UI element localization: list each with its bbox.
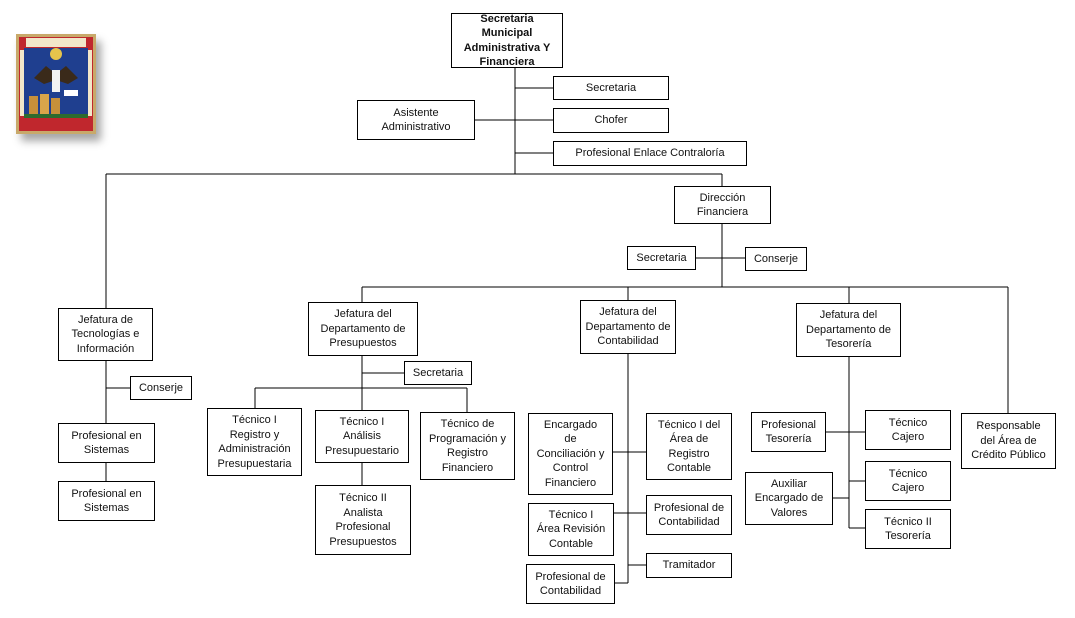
box-profesional-sistemas-1: Profesional en Sistemas xyxy=(58,423,155,463)
box-tecnico-tesoreria: Técnico II Tesorería xyxy=(865,509,951,549)
box-tecnico-registro-contable: Técnico I del Área de Registro Contable xyxy=(646,413,732,480)
box-encargado-conciliacion: Encargado de Conciliación y Control Fina… xyxy=(528,413,613,495)
box-profesional-contabilidad-right: Profesional de Contabilidad xyxy=(646,495,732,535)
box-jefatura-presupuestos: Jefatura del Departamento de Presupuesto… xyxy=(308,302,418,356)
box-jefatura-contabilidad: Jefatura del Departamento de Contabilida… xyxy=(580,300,676,354)
box-responsable-credito: Responsable del Área de Crédito Público xyxy=(961,413,1056,469)
box-conserje-direccion: Conserje xyxy=(745,247,807,271)
box-tecnico-analista: Técnico II Analista Profesional Presupue… xyxy=(315,485,411,555)
box-profesional-enlace-contraloria: Profesional Enlace Contraloría xyxy=(553,141,747,166)
box-tramitador: Tramitador xyxy=(646,553,732,578)
box-asistente-administrativo: Asistente Administrativo xyxy=(357,100,475,140)
box-profesional-sistemas-2: Profesional en Sistemas xyxy=(58,481,155,521)
box-tecnico-revision: Técnico I Área Revisión Contable xyxy=(528,503,614,556)
municipal-coat-of-arms-logo xyxy=(16,34,96,134)
box-secretaria-direccion: Secretaria xyxy=(627,246,696,270)
box-jefatura-tecnologias: Jefatura de Tecnologías e Información xyxy=(58,308,153,361)
box-conserje-tecnologias: Conserje xyxy=(130,376,192,400)
box-tecnico-programacion: Técnico de Programación y Registro Finan… xyxy=(420,412,515,480)
box-secretaria-municipal: Secretaria Municipal Administrativa Y Fi… xyxy=(451,13,563,68)
box-profesional-contabilidad-left: Profesional de Contabilidad xyxy=(526,564,615,604)
box-tecnico-cajero-2: Técnico Cajero xyxy=(865,461,951,501)
box-chofer: Chofer xyxy=(553,108,669,133)
box-direccion-financiera: Dirección Financiera xyxy=(674,186,771,224)
box-jefatura-tesoreria: Jefatura del Departamento de Tesorería xyxy=(796,303,901,357)
box-secretaria-top: Secretaria xyxy=(553,76,669,100)
box-auxiliar-valores: Auxiliar Encargado de Valores xyxy=(745,472,833,525)
box-secretaria-presupuestos: Secretaria xyxy=(404,361,472,385)
box-profesional-tesoreria: Profesional Tesorería xyxy=(751,412,826,452)
box-tecnico-analisis: Técnico I Análisis Presupuestario xyxy=(315,410,409,463)
box-tecnico-registro-administracion: Técnico I Registro y Administración Pres… xyxy=(207,408,302,476)
box-tecnico-cajero-1: Técnico Cajero xyxy=(865,410,951,450)
